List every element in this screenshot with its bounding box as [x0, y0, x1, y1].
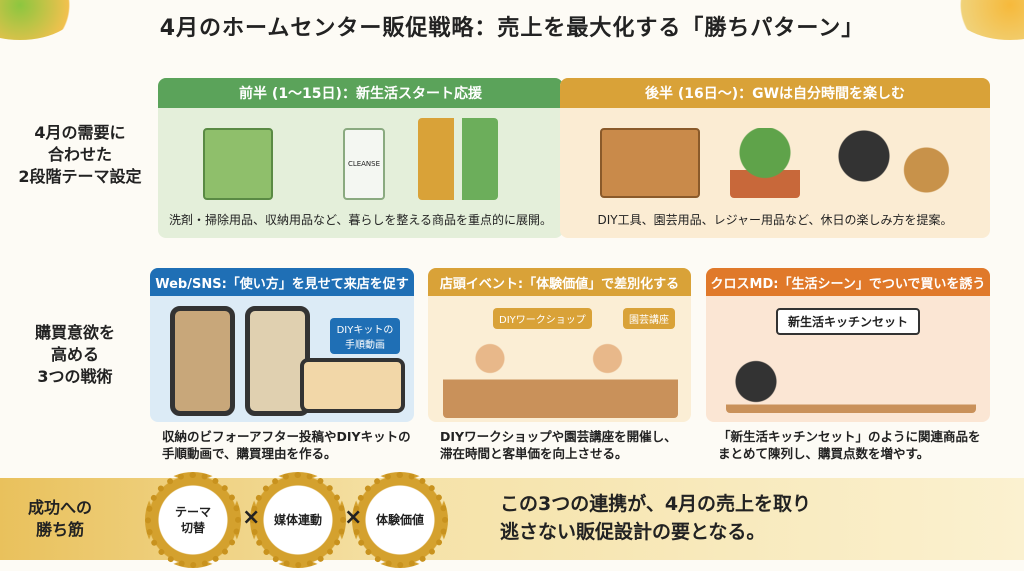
times-icon: × — [242, 505, 261, 530]
diy-tools-illustration — [600, 128, 700, 198]
label-line: 2段階テーマ設定 — [18, 167, 142, 186]
text-line: 収納のビフォーアフター投稿やDIYキットの — [162, 429, 411, 444]
phone-illustration — [170, 306, 235, 416]
text-line: 滞在時間と客単価を向上させる。 — [440, 446, 628, 461]
text-line: DIYワークショップや園芸講座を開催し、 — [440, 429, 677, 444]
card-cross-md: クロスMD:「生活シーン」でついで買いを誘う 新生活キッチンセット — [706, 268, 990, 422]
video-phone-illustration — [300, 358, 405, 413]
times-icon: × — [344, 505, 363, 530]
bottom-message: この3つの連携が、4月の売上を取り 逃さない販促設計の要となる。 — [500, 490, 811, 546]
label-line: 合わせた — [47, 145, 112, 164]
message-line: 逃さない販促設計の要となる。 — [500, 521, 766, 543]
workshop-people-illustration — [443, 333, 678, 418]
card-cross-md-text: 「新生活キッチンセット」のように関連商品をまとめて陳列し、購買点数を増やす。 — [718, 428, 981, 462]
label-line: 購買意欲を — [34, 323, 115, 342]
page-title: 4月のホームセンター販促戦略：売上を最大化する「勝ちパターン」 — [159, 16, 865, 41]
gear-theme-switch: テーマ 切替 — [145, 472, 241, 568]
workshop-bubble: DIYワークショップ — [493, 308, 592, 329]
plant-pot-illustration — [730, 128, 800, 198]
second-half-header: 後半 (16日〜)：GWは自分時間を楽しむ — [560, 78, 990, 108]
card-header: クロスMD:「生活シーン」でついで買いを誘う — [706, 268, 990, 296]
card-header: 店頭イベント:「体験価値」で差別化する — [428, 268, 691, 296]
second-half-panel: 後半 (16日〜)：GWは自分時間を楽しむ DIY工具、園芸用品、レジャー用品な… — [560, 78, 990, 238]
label-line: 成功への — [27, 498, 92, 517]
card-store-event: 店頭イベント:「体験価値」で差別化する DIYワークショップ 園芸講座 — [428, 268, 691, 422]
video-bubble: DIYキットの手順動画 — [330, 318, 400, 354]
broom-dustpan-illustration — [418, 118, 498, 200]
bbq-grill-illustration — [825, 128, 955, 198]
card-header: Web/SNS:「使い方」を見せて来店を促す — [150, 268, 414, 296]
first-half-caption: 洗剤・掃除用品、収納用品など、暮らしを整える商品を重点的に展開。 — [168, 213, 553, 227]
bottle-label: CLEANSE — [347, 160, 381, 168]
bottom-label: 成功への 勝ち筋 — [0, 497, 120, 541]
label-line: 4月の需要に — [34, 123, 126, 142]
row1-label: 4月の需要に 合わせた 2段階テーマ設定 — [5, 122, 155, 188]
card-store-event-text: DIYワークショップや園芸講座を開催し、滞在時間と客単価を向上させる。 — [440, 428, 677, 462]
first-half-panel: 前半 (1〜15日)：新生活スタート応援 CLEANSE 洗剤・掃除用品、収納用… — [158, 78, 563, 238]
text-line: 「新生活キッチンセット」のように関連商品を — [718, 429, 981, 444]
gear-experience-value: 体験価値 — [352, 472, 448, 568]
kitchen-set-sign: 新生活キッチンセット — [776, 308, 921, 335]
gear-media-link: 媒体連動 — [250, 472, 346, 568]
text-line: 手順動画で、購買理由を作る。 — [162, 446, 337, 461]
storage-boxes-illustration — [203, 128, 273, 200]
card-web-sns-text: 収納のビフォーアフター投稿やDIYキットの手順動画で、購買理由を作る。 — [162, 428, 411, 462]
gardening-bubble: 園芸講座 — [623, 308, 675, 329]
second-half-caption: DIY工具、園芸用品、レジャー用品など、休日の楽しみ方を提案。 — [597, 213, 953, 227]
label-line: 勝ち筋 — [35, 520, 84, 539]
spray-bottle-illustration: CLEANSE — [343, 128, 385, 200]
label-line: 高める — [50, 345, 99, 364]
text-line: まとめて陳列し、購買点数を増やす。 — [718, 446, 930, 461]
message-line: この3つの連携が、4月の売上を取り — [500, 493, 812, 515]
row2-label: 購買意欲を 高める 3つの戦術 — [0, 322, 150, 388]
card-web-sns: Web/SNS:「使い方」を見せて来店を促す DIYキットの手順動画 — [150, 268, 414, 422]
kitchen-items-illustration — [726, 343, 976, 413]
first-half-header: 前半 (1〜15日)：新生活スタート応援 — [158, 78, 563, 108]
label-line: 3つの戦術 — [37, 367, 113, 386]
